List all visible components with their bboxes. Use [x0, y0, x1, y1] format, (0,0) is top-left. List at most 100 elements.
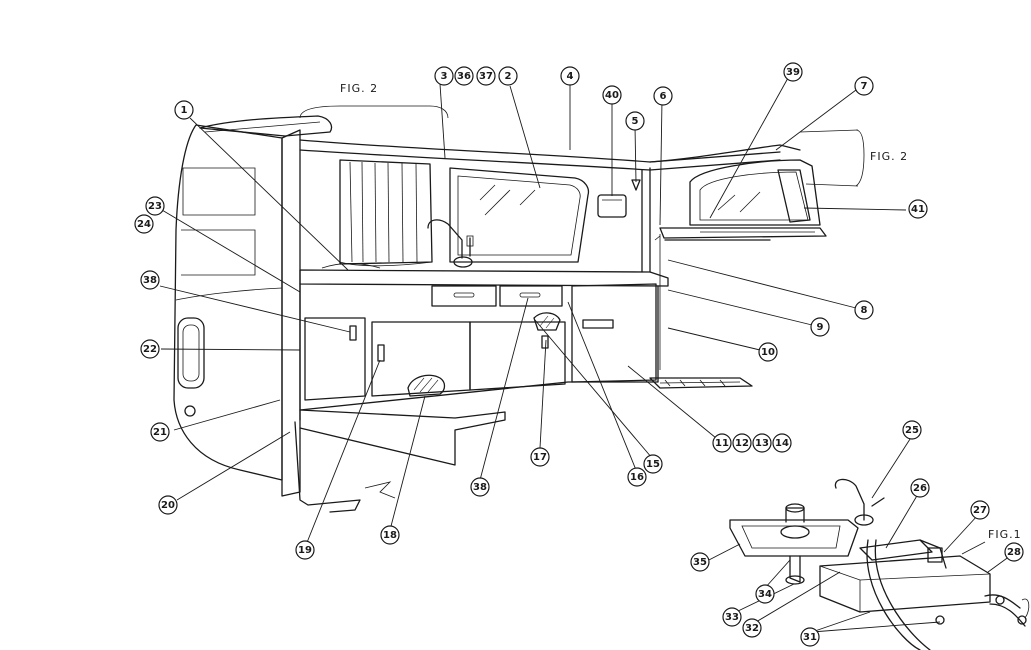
drawers — [431, 285, 563, 307]
callout-circle — [134, 214, 154, 234]
fig2-right-bracket: FIG. 2 — [799, 129, 907, 187]
callout-22: 22 — [140, 339, 160, 359]
callout-number: 4 — [567, 71, 574, 82]
callout-circle — [772, 433, 792, 453]
callout-27: 27 — [970, 500, 990, 520]
callout-number: 25 — [905, 425, 919, 436]
callout-circle — [653, 86, 673, 106]
vehicle-body-outline — [173, 115, 333, 481]
callout-number: 38 — [473, 482, 487, 493]
callout-number: 31 — [803, 632, 817, 643]
wall-hardware — [597, 179, 641, 218]
callout-6: 6 — [653, 86, 673, 106]
callout-16: 16 — [627, 467, 647, 487]
callout-20: 20 — [158, 495, 178, 515]
callout-37: 37 — [476, 66, 496, 86]
callout-circle — [174, 100, 194, 120]
callout-number: 20 — [161, 500, 175, 511]
callout-14: 14 — [772, 433, 792, 453]
callout-number: 32 — [745, 623, 759, 634]
callout-number: 26 — [913, 483, 927, 494]
sink-assembly — [729, 478, 1030, 650]
callout-5: 5 — [625, 111, 645, 131]
callout-circle — [150, 422, 170, 442]
callout-number: 39 — [786, 67, 800, 78]
callout-circle — [140, 270, 160, 290]
callout-circle — [752, 433, 772, 453]
callout-circle — [470, 477, 490, 497]
callout-circle — [454, 66, 474, 86]
callout-number: 14 — [775, 438, 789, 449]
callout-number: 38 — [143, 275, 157, 286]
stored-items — [407, 312, 561, 397]
callout-39: 39 — [783, 62, 803, 82]
callout-number: 41 — [911, 204, 925, 215]
callout-38: 38 — [470, 477, 490, 497]
callout-number: 34 — [758, 589, 772, 600]
callout-25: 25 — [902, 420, 922, 440]
callout-number: 35 — [693, 557, 707, 568]
callout-7: 7 — [854, 76, 874, 96]
callout-circle — [854, 300, 874, 320]
callout-number: 5 — [632, 116, 639, 127]
callout-circle — [476, 66, 496, 86]
callout-circle — [1004, 542, 1024, 562]
callout-number: 10 — [761, 347, 775, 358]
callout-number: 13 — [755, 438, 769, 449]
callout-number: 36 — [457, 71, 471, 82]
callout-circle — [902, 420, 922, 440]
callout-number: 28 — [1007, 547, 1021, 558]
callout-number: 2 — [505, 71, 512, 82]
callout-10: 10 — [758, 342, 778, 362]
callout-number: 23 — [148, 201, 162, 212]
callout-circle — [755, 584, 775, 604]
callout-circle — [712, 433, 732, 453]
cabinet-frame — [281, 129, 801, 497]
callout-number: 27 — [973, 505, 987, 516]
callout-number: 22 — [143, 344, 157, 355]
fig2-top-bracket: FIG. 2 — [299, 82, 449, 119]
callout-number: 19 — [298, 545, 312, 556]
callout-32: 32 — [742, 618, 762, 638]
callout-35: 35 — [690, 552, 710, 572]
window — [449, 167, 590, 263]
callout-circle — [158, 495, 178, 515]
curtain — [339, 159, 433, 267]
leader-lines — [159, 77, 1011, 633]
callout-24: 24 — [134, 214, 154, 234]
callout-circle — [758, 342, 778, 362]
callout-circle — [690, 552, 710, 572]
callout-18: 18 — [380, 525, 400, 545]
fig1-label-group: FIG.1 — [961, 528, 1022, 555]
callout-circle — [732, 433, 752, 453]
callout-33: 33 — [722, 607, 742, 627]
callout-number: 24 — [137, 219, 151, 230]
callout-13: 13 — [752, 433, 772, 453]
callout-number: 6 — [660, 91, 667, 102]
callout-circle — [434, 66, 454, 86]
callout-number: 7 — [861, 81, 868, 92]
callout-circle — [498, 66, 518, 86]
callout-41: 41 — [908, 199, 928, 219]
callout-12: 12 — [732, 433, 752, 453]
callout-circle — [810, 317, 830, 337]
callout-number: 12 — [735, 438, 749, 449]
callout-number: 21 — [153, 427, 167, 438]
callout-circle — [783, 62, 803, 82]
callout-number: 17 — [533, 452, 547, 463]
callout-number: 1 — [181, 105, 188, 116]
callout-28: 28 — [1004, 542, 1024, 562]
callout-1: 1 — [174, 100, 194, 120]
callout-circle — [295, 540, 315, 560]
fig2-top-label: FIG. 2 — [340, 82, 378, 95]
callout-circle — [742, 618, 762, 638]
callout-number: 33 — [725, 612, 739, 623]
callout-31: 31 — [800, 627, 820, 647]
callout-number: 18 — [383, 530, 397, 541]
callout-21: 21 — [150, 422, 170, 442]
sliding-window — [654, 159, 827, 370]
callout-number: 40 — [605, 90, 619, 101]
fig1-label: FIG.1 — [988, 528, 1022, 541]
callout-19: 19 — [295, 540, 315, 560]
